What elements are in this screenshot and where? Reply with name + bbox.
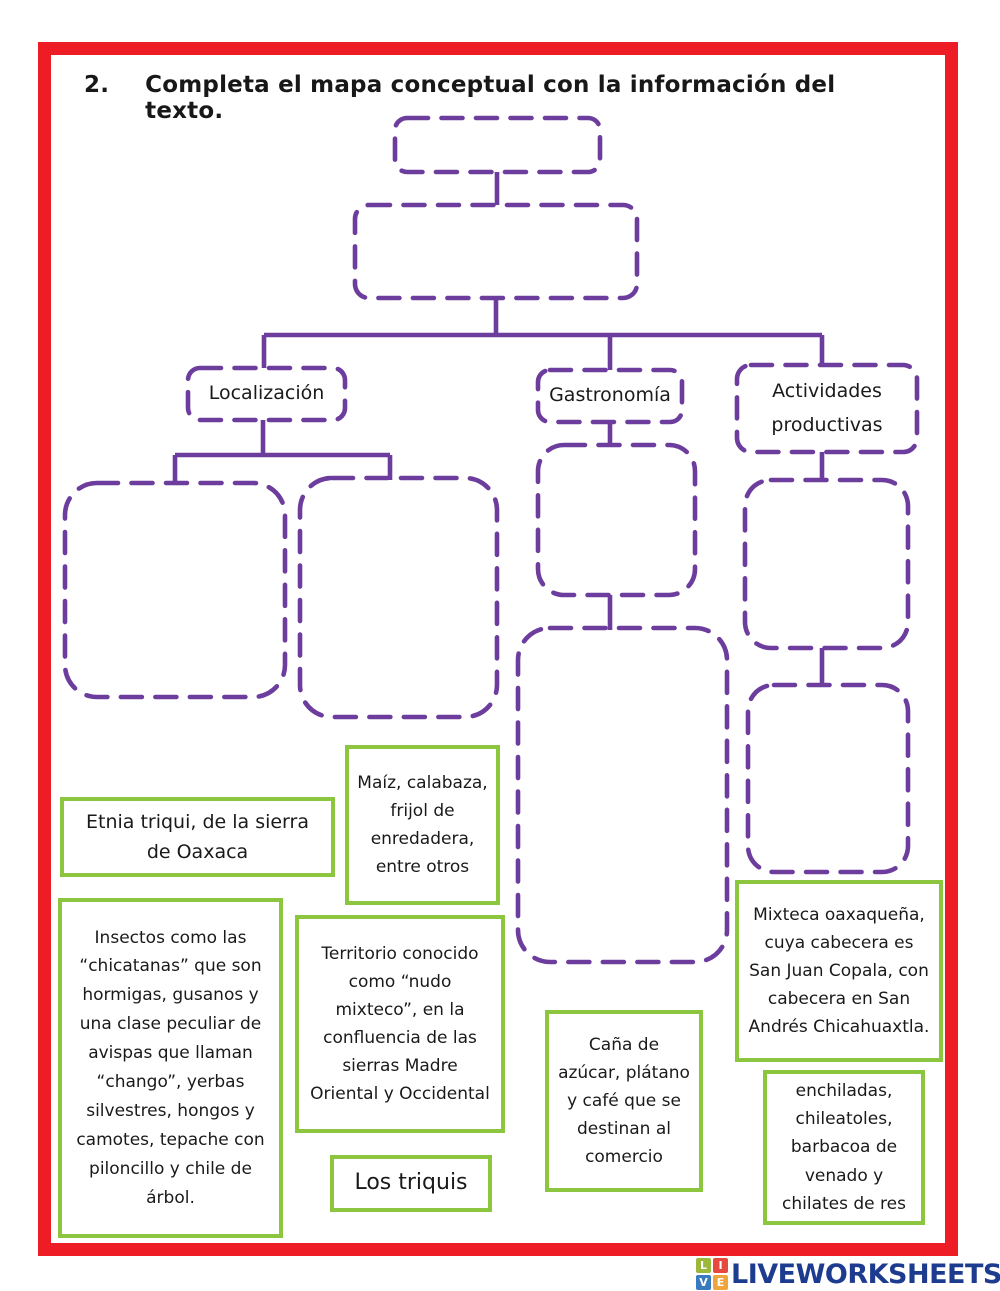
answer-card-enchiladas[interactable]: enchiladas, chileatoles, barbacoa de ven… (763, 1070, 925, 1225)
branch-label-gastronomia: Gastronomía (549, 384, 671, 407)
liveworksheets-footer: L I V E LIVEWORKSHEETS (696, 1258, 1000, 1290)
answer-card-maiz-calabaza[interactable]: Maíz, calabaza, frijol de enredadera, en… (345, 745, 500, 905)
branch-box-localizacion (185, 365, 348, 423)
liveworksheets-wordmark: LIVEWORKSHEETS (731, 1258, 1000, 1290)
branch-label-actividades-productivas: Actividades productivas (771, 380, 883, 436)
concept-box-top[interactable] (392, 115, 603, 175)
logo-square-e: E (713, 1275, 728, 1290)
answer-card-mixteca[interactable]: Mixteca oaxaqueña, cuya cabecera es San … (735, 880, 943, 1062)
answer-card-insectos[interactable]: Insectos como las “chicatanas” que son h… (58, 898, 283, 1238)
concept-box-main[interactable] (352, 202, 640, 301)
exercise-number: 2. (84, 72, 110, 98)
liveworksheets-logo-icon: L I V E (696, 1258, 728, 1290)
answer-card-cana-de-azucar[interactable]: Caña de azúcar, plátano y café que se de… (545, 1010, 703, 1192)
logo-square-v: V (696, 1275, 711, 1290)
branch-box-actividades (734, 362, 920, 455)
exercise-title: 2. Completa el mapa conceptual con la in… (84, 72, 884, 124)
exercise-instruction: Completa el mapa conceptual con la infor… (145, 72, 836, 124)
drop-box-gastronomia-2[interactable] (515, 625, 730, 965)
branch-box-gastronomia (535, 367, 685, 425)
answer-card-territorio[interactable]: Territorio conocido como “nudo mixteco”,… (295, 915, 505, 1133)
logo-square-i: I (713, 1258, 728, 1273)
logo-square-l: L (696, 1258, 711, 1273)
answer-card-etnia-triqui[interactable]: Etnia triqui, de la sierra de Oaxaca (60, 797, 335, 877)
drop-box-localizacion-2[interactable] (297, 475, 500, 720)
drop-box-gastronomia-1[interactable] (535, 442, 698, 598)
answer-card-los-triquis[interactable]: Los triquis (330, 1155, 492, 1212)
drop-box-localizacion-1[interactable] (62, 480, 288, 700)
connector-lines (172, 172, 825, 687)
drop-box-actividades-1[interactable] (742, 477, 911, 651)
drop-box-actividades-2[interactable] (745, 682, 911, 875)
branch-label-localizacion: Localización (208, 382, 325, 405)
